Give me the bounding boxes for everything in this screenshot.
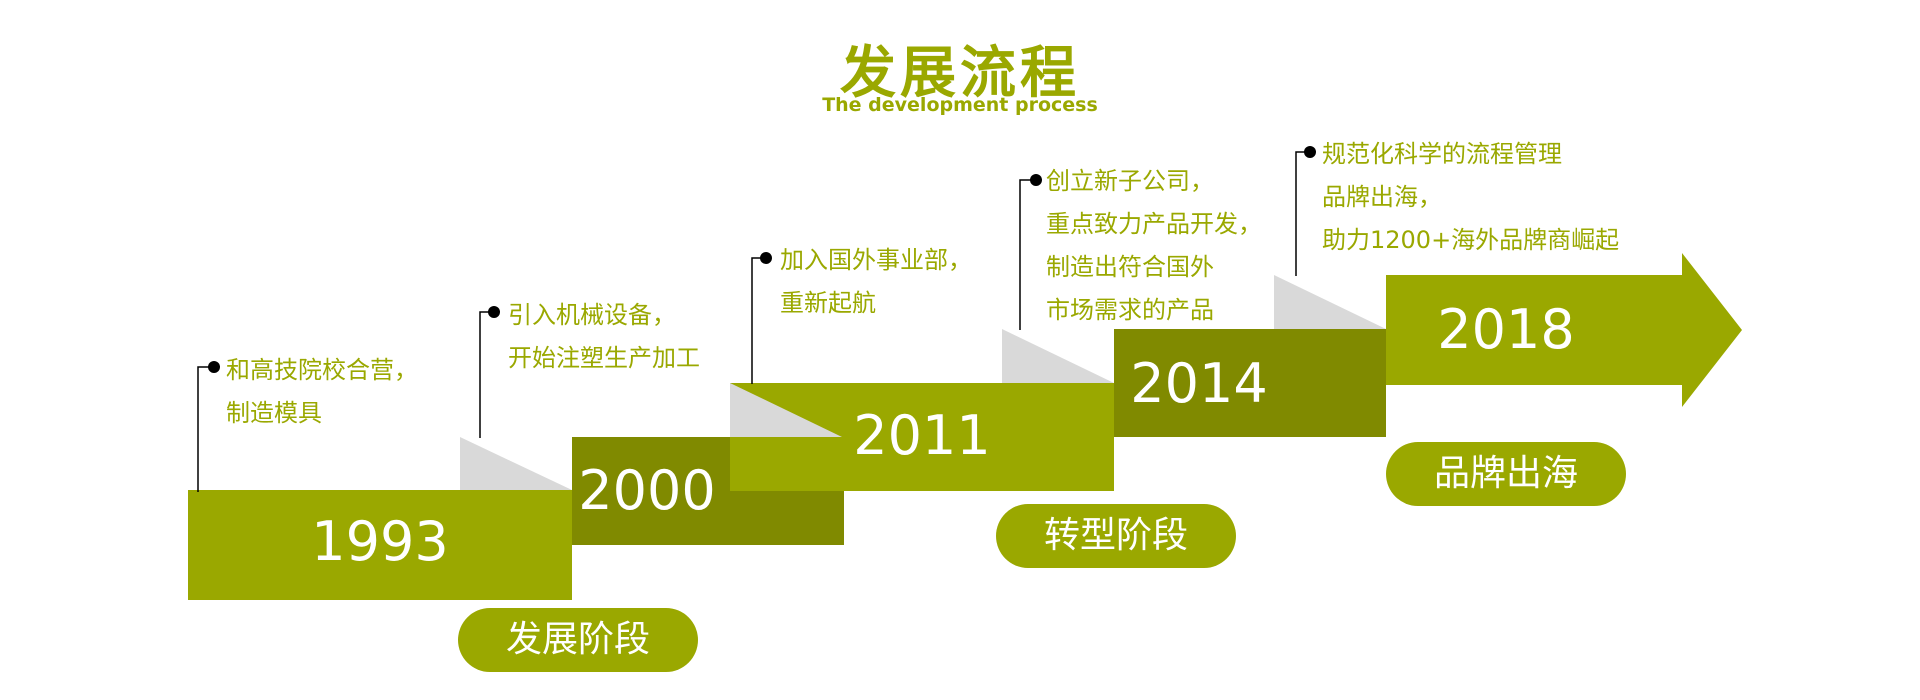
milestone-1993-text: 和高技院校合营， 制造模具 <box>226 349 418 435</box>
bullet-2014 <box>1030 174 1042 186</box>
milestone-2011-line-1: 加入国外事业部， <box>780 246 972 274</box>
connector-1993 <box>197 366 214 492</box>
milestone-1993-line-2: 制造模具 <box>226 399 322 427</box>
milestone-2018-line-2: 品牌出海， <box>1322 183 1442 211</box>
milestone-2014-line-1: 创立新子公司， <box>1046 167 1214 195</box>
milestone-2014-line-4: 市场需求的产品 <box>1046 296 1214 324</box>
milestone-2018-text: 规范化科学的流程管理 品牌出海， 助力1200+海外品牌商崛起 <box>1322 133 1619 262</box>
step-2018-arrow <box>1386 253 1742 407</box>
step-2018-fold <box>1274 275 1386 329</box>
phase-pill-transformation: 转型阶段 <box>996 504 1236 568</box>
milestone-2000-line-1: 引入机械设备， <box>508 301 676 329</box>
connector-2014 <box>1019 179 1036 330</box>
bullet-2018 <box>1304 146 1316 158</box>
connector-2000 <box>479 311 492 438</box>
milestone-2018-line-3: 助力1200+海外品牌商崛起 <box>1322 226 1620 254</box>
page-title: 发展流程 <box>840 41 1080 106</box>
step-2014-block <box>1114 329 1386 437</box>
milestone-1993-line-1: 和高技院校合营， <box>226 356 418 384</box>
milestone-2011-text: 加入国外事业部， 重新起航 <box>780 239 972 325</box>
year-1993: 1993 <box>311 510 449 573</box>
milestone-2018-line-1: 规范化科学的流程管理 <box>1322 140 1562 168</box>
year-2014: 2014 <box>1130 352 1268 415</box>
step-1993-block <box>188 490 572 600</box>
milestone-2011-line-2: 重新起航 <box>780 289 876 317</box>
phase-pill-development: 发展阶段 <box>458 608 698 672</box>
milestone-2014-line-2: 重点致力产品开发， <box>1046 210 1262 238</box>
step-2014-fold <box>1002 329 1114 383</box>
bullet-1993 <box>208 361 220 373</box>
step-2011-fold <box>730 383 842 437</box>
phase-pill-brand-overseas: 品牌出海 <box>1386 442 1626 506</box>
year-2018: 2018 <box>1437 298 1575 361</box>
connector-2011 <box>751 257 764 384</box>
step-2000-fold <box>460 437 572 490</box>
milestone-2014-line-3: 制造出符合国外 <box>1046 253 1214 281</box>
year-2011: 2011 <box>853 404 991 467</box>
bullet-2000 <box>488 306 500 318</box>
year-2000: 2000 <box>578 459 716 522</box>
page-subtitle: The development process <box>822 94 1098 116</box>
milestone-2000-text: 引入机械设备， 开始注塑生产加工 <box>508 294 700 380</box>
connector-2018 <box>1295 151 1308 276</box>
bullet-2011 <box>760 252 772 264</box>
milestone-2014-text: 创立新子公司， 重点致力产品开发， 制造出符合国外 市场需求的产品 <box>1046 160 1262 332</box>
milestone-2000-line-2: 开始注塑生产加工 <box>508 344 700 372</box>
